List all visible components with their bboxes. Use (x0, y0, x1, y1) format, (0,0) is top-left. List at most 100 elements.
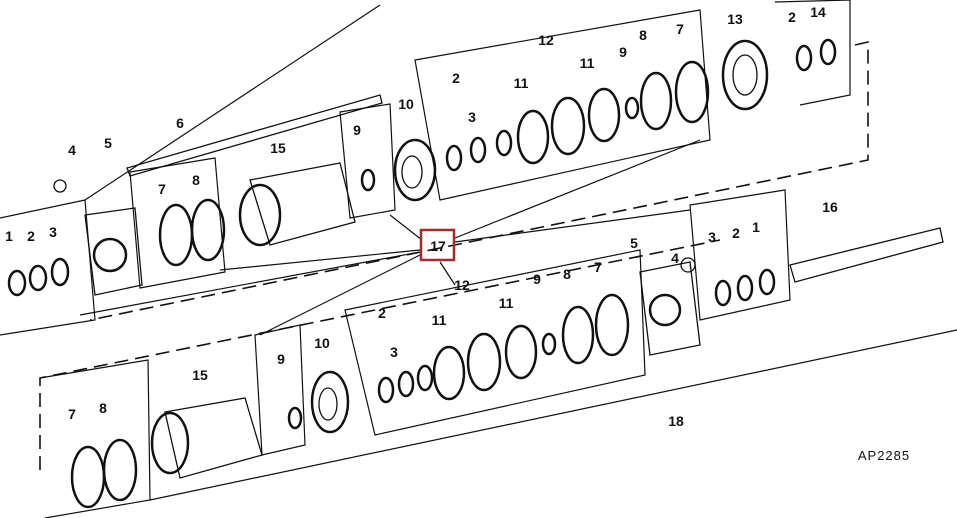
callout: 15 (270, 140, 286, 156)
lower-outline-bottom (149, 329, 957, 501)
upper-dashed-boundary (89, 40, 869, 321)
callout: 12 (538, 32, 554, 48)
upper-seal-box (129, 157, 226, 289)
seal-ring (758, 268, 776, 296)
diagram-line (454, 139, 701, 239)
diagram-line (249, 162, 356, 246)
seal-ring (680, 257, 696, 273)
seal-ring (469, 136, 487, 164)
callout: 5 (104, 135, 112, 151)
seal-ring (674, 60, 710, 124)
callout: 9 (533, 271, 541, 287)
callout: 3 (390, 344, 398, 360)
seal-ring (594, 293, 630, 357)
callout: 1 (5, 228, 13, 244)
callout: 9 (277, 351, 285, 367)
seal-ring (190, 198, 226, 262)
seal-ring (639, 71, 673, 131)
diagram-line (439, 261, 456, 286)
seal-ring (736, 274, 754, 302)
seal-ring (445, 144, 463, 172)
seal-ring (92, 237, 128, 273)
seal-ring (721, 39, 769, 111)
callout: 6 (176, 115, 184, 131)
seal-ring (53, 179, 67, 193)
end-cap-5-lower (639, 261, 701, 356)
callout-17-leaders (79, 139, 701, 336)
callout: 7 (68, 406, 76, 422)
seal-ring (550, 96, 586, 156)
seal-ring (70, 445, 106, 509)
callout: 7 (158, 181, 166, 197)
upper-parts (7, 38, 837, 297)
upper-kit-box-right (774, 0, 851, 106)
seal-ring (377, 376, 395, 404)
callout: 13 (727, 11, 743, 27)
seal-ring (401, 155, 423, 189)
seal-ring (7, 269, 27, 297)
callout: 3 (468, 109, 476, 125)
lower-callouts: 4 5 3 2 1 16 12 11 11 2 3 9 8 7 9 10 15 … (68, 199, 838, 429)
callout: 8 (563, 266, 571, 282)
callout: 10 (314, 335, 330, 351)
upper-outline-top (84, 4, 381, 201)
callout: 9 (353, 122, 361, 138)
callout: 11 (432, 312, 447, 328)
drawing-code: AP2285 (858, 448, 910, 463)
highlight-box-17 (419, 228, 456, 262)
seal-ring (318, 387, 338, 421)
lower-end-box (689, 189, 791, 321)
callout: 9 (619, 44, 627, 60)
callout: 15 (192, 367, 208, 383)
seal-ring (561, 305, 595, 365)
seal-ring (310, 370, 350, 434)
seal-ring (648, 293, 682, 327)
seal-ring (150, 411, 190, 475)
shaft-16 (789, 227, 944, 283)
upper-ring-box (339, 103, 396, 219)
lower-seal-box (39, 359, 151, 518)
callout: 11 (580, 55, 595, 71)
callout: 1 (752, 219, 760, 235)
tie-rod-6 (126, 94, 383, 177)
callout: 4 (671, 250, 679, 266)
seal-ring (504, 324, 538, 380)
callout: 11 (499, 295, 514, 311)
callout: 10 (398, 96, 414, 112)
callout: 4 (68, 142, 76, 158)
callout: 3 (49, 224, 57, 240)
callout: 8 (639, 27, 647, 43)
seal-ring (397, 370, 415, 398)
seal-ring (287, 406, 303, 430)
seal-ring (732, 54, 758, 96)
callout: 2 (732, 225, 740, 241)
callout: 14 (810, 4, 826, 20)
seal-ring (516, 109, 550, 165)
seal-ring (714, 279, 732, 307)
diagram-line (79, 251, 421, 316)
callout-17[interactable]: 17 (430, 238, 446, 254)
upper-callouts: 1 2 3 4 5 6 7 8 15 9 10 2 3 11 12 11 9 8… (5, 4, 826, 244)
diagram-line (259, 254, 421, 336)
seal-ring (432, 345, 466, 401)
seal-ring (393, 138, 437, 202)
seal-ring (360, 168, 376, 192)
seal-ring (416, 364, 434, 392)
diagram-line (389, 214, 423, 241)
seal-ring (102, 438, 138, 502)
seal-ring (541, 332, 557, 356)
callout: 2 (378, 305, 386, 321)
seal-ring (50, 257, 70, 287)
callout: 8 (99, 400, 107, 416)
callout: 7 (676, 21, 684, 37)
callout: 5 (630, 235, 638, 251)
seal-ring (795, 44, 813, 72)
seal-ring (495, 129, 513, 157)
end-cap-5 (84, 207, 143, 296)
callout: 18 (668, 413, 684, 429)
callout: 11 (514, 75, 529, 91)
seal-ring (587, 87, 621, 143)
upper-kit-box (414, 9, 711, 201)
diagram-line (219, 249, 421, 271)
